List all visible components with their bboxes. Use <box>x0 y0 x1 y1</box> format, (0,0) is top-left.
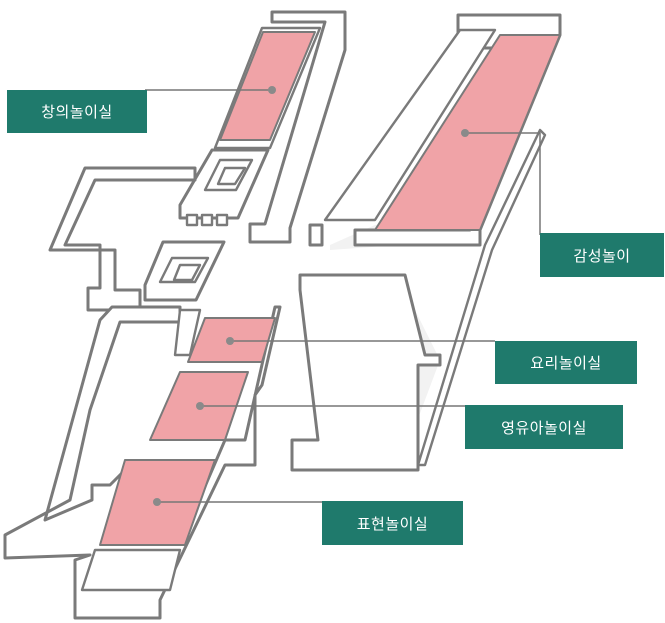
wing-right-inner-wall <box>323 28 497 222</box>
wing-lower-outer-wall <box>3 305 282 620</box>
label-gamseong: 감성놀이 <box>540 233 664 277</box>
marker-yeongyuah <box>196 402 204 410</box>
wing-top-outer-wall <box>248 10 347 244</box>
label-yori: 요리놀이실 <box>495 341 637 384</box>
center-hall-wall <box>290 273 442 472</box>
label-pyohyeon: 표현놀이실 <box>322 501 463 545</box>
stair-step-top-2 <box>216 166 247 186</box>
pillar-1 <box>185 213 199 227</box>
marker-changui <box>268 86 276 94</box>
label-yeongyuah: 영유아놀이실 <box>465 405 623 449</box>
marker-yori <box>226 337 234 345</box>
marker-gamseong <box>461 129 469 137</box>
pillar-3 <box>215 213 229 227</box>
right-gate-post <box>308 223 324 247</box>
pillar-2 <box>200 213 214 227</box>
marker-pyohyeon <box>153 498 161 506</box>
stair-step-mid-2 <box>172 263 202 282</box>
leader-gamseong <box>465 132 541 235</box>
label-changui: 창의놀이실 <box>7 90 147 133</box>
wing-lower-stair-end <box>80 548 182 592</box>
left-upper-block <box>48 166 197 312</box>
room-changui <box>219 31 316 141</box>
right-long-wall <box>416 128 547 467</box>
